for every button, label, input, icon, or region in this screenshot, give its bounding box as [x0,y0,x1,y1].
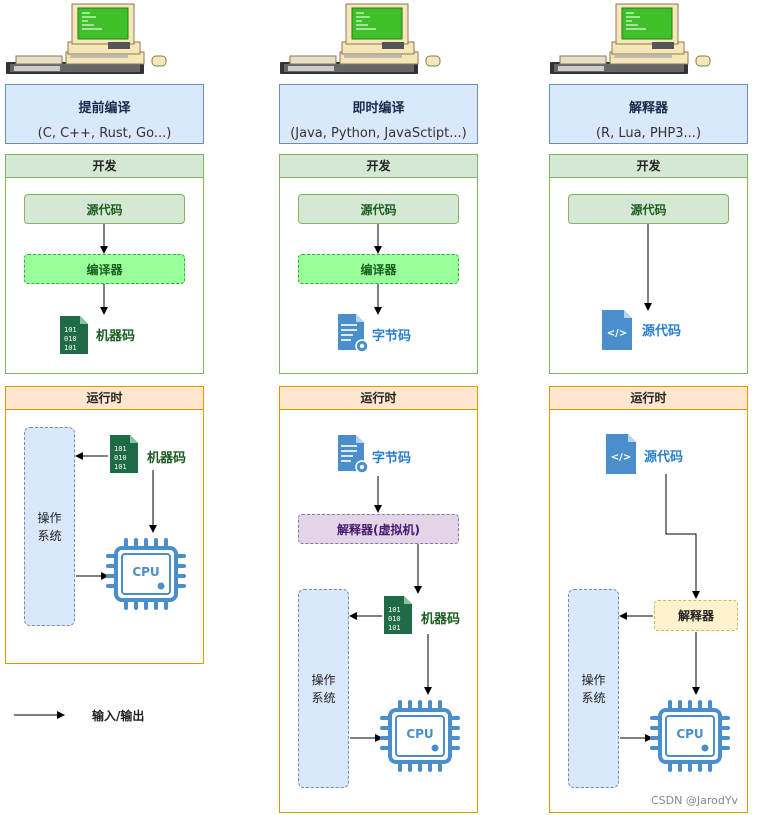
source-code-label: 源代码 [642,324,682,339]
os-label: 操作 系统 [311,672,336,705]
binary-line: 010 [64,335,77,343]
column-title: 即时编译 [352,101,405,116]
source-code-node: 源代码 [24,194,185,224]
binary-line: 101 [114,445,127,453]
runtime-section-header: 运行时 [280,387,477,410]
cpu-label: CPU [676,727,703,741]
binary-line: 101 [388,624,401,632]
os-label: 操作 系统 [37,510,62,543]
watermark: CSDN @JarodYv [651,794,739,807]
operating-system-box: 操作 系统 [568,589,619,788]
compiler-node: 编译器 [24,254,185,284]
cpu-label: CPU [132,565,159,579]
dev-section-header: 开发 [550,155,747,178]
code-glyph: </> [607,328,627,339]
source-code-label: 源代码 [644,450,684,465]
bytecode-file-icon [337,434,369,474]
cpu-label: CPU [406,727,433,741]
column-title-box: 解释器 (R, Lua, PHP3...) [549,84,748,144]
dev-section-header: 开发 [280,155,477,178]
column-subtitle: (Java, Python, JavaSctipt...) [290,126,467,141]
interpreter-node: 解释器 [654,600,738,631]
binary-line: 010 [114,454,127,462]
legend-label: 输入/输出 [92,709,145,723]
bytecode-label: 字节码 [372,329,412,344]
runtime-section-header: 运行时 [550,387,747,410]
binary-line: 101 [64,344,77,352]
column-title-box: 即时编译 (Java, Python, JavaSctipt...) [279,84,478,144]
runtime-section-header: 运行时 [6,387,203,410]
source-code-node: 源代码 [568,194,729,224]
dev-section: 开发 [549,154,748,374]
column-subtitle: (C, C++, Rust, Go...) [37,126,172,141]
operating-system-box: 操作 系统 [24,427,75,626]
machine-code-label: 机器码 [96,329,136,344]
code-glyph: </> [611,452,631,463]
dev-section-header: 开发 [6,155,203,178]
bytecode-label: 字节码 [372,451,412,466]
source-file-icon: </> [602,310,632,350]
column-title: 解释器 [628,101,668,116]
column-title-box: 提前编译 (C, C++, Rust, Go...) [5,84,204,144]
cpu-icon: CPU [650,700,730,772]
operating-system-box: 操作 系统 [298,589,349,788]
bytecode-file-icon [337,313,369,353]
machine-code-label: 机器码 [147,451,187,466]
compiler-node: 编译器 [298,254,459,284]
binary-line: 101 [64,326,77,334]
binary-line: 101 [114,463,127,471]
source-code-node: 源代码 [298,194,459,224]
os-label: 操作 系统 [581,672,606,705]
source-file-icon: </> [606,434,636,474]
binary-line: 010 [388,615,401,623]
column-subtitle: (R, Lua, PHP3...) [595,126,702,141]
cpu-icon: CPU [106,538,186,610]
machine-code-file-icon: 101 010 101 [384,596,412,634]
machine-code-file-icon: 101 010 101 [110,435,138,473]
cpu-icon: CPU [380,700,460,772]
interpreter-vm-node: 解释器(虚拟机) [298,514,459,544]
binary-line: 101 [388,606,401,614]
machine-code-file-icon: 101 010 101 [60,316,88,354]
column-title: 提前编译 [78,101,131,116]
flow-arrow [665,474,700,599]
machine-code-label: 机器码 [421,612,461,627]
